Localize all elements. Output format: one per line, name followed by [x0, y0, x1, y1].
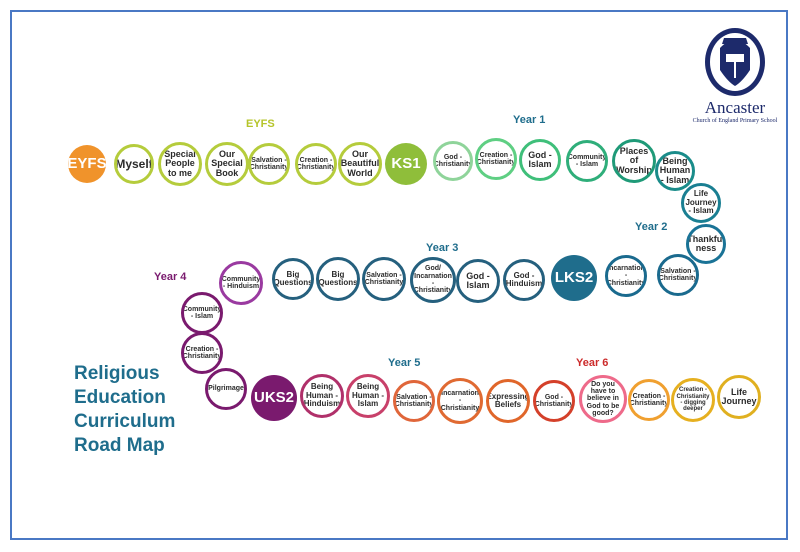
node-label: God - Islam [466, 270, 490, 290]
stage-node: LKS2 [551, 255, 597, 301]
node-label: Expressing Beliefs [486, 391, 530, 409]
year-label: Year 6 [576, 357, 609, 369]
topic-node: Salvation - Christianity [393, 380, 435, 422]
node-label: Salvation - Christianity [249, 156, 289, 171]
node-label: Myself [115, 156, 153, 171]
topic-node: Special People to me [158, 142, 202, 186]
topic-node: Creation - Christianity [295, 143, 337, 185]
topic-node: Big Questions [272, 258, 314, 300]
topic-node: Incarnation - Christianity [605, 255, 647, 297]
topic-node: Life Journey - Islam [681, 183, 721, 223]
node-label: Special People to me [164, 148, 196, 178]
node-label: Big Questions [318, 269, 358, 287]
stage-node: UKS2 [251, 375, 297, 421]
topic-node: God - Islam [519, 139, 561, 181]
node-label: Community - Hinduism [221, 275, 261, 290]
node-label: Being Human - Islam [659, 155, 691, 185]
node-label: God - Islam [528, 149, 552, 169]
stage-node: KS1 [385, 143, 427, 185]
node-label: Thankful ness [687, 233, 725, 253]
topic-node: Salvation - Christianity [657, 254, 699, 296]
topic-node: Being Human - Islam [655, 151, 695, 191]
topic-node: Our Beautiful World [338, 142, 382, 186]
node-label: UKS2 [253, 389, 294, 407]
topic-node: God - Christianity [533, 380, 575, 422]
stage-node: EYFS [68, 145, 106, 183]
node-label: Creation - Christianity [296, 156, 336, 171]
node-label: Community - Islam [182, 305, 222, 320]
node-label: Creation - Christianity [182, 345, 222, 360]
title-line: Religious [74, 363, 160, 384]
node-label: Community - Islam [567, 153, 607, 168]
topic-node: Creation - Christianity - digging deeper [671, 378, 715, 422]
year-label: Year 1 [513, 114, 546, 126]
topic-node: Pilgrimage [205, 368, 247, 410]
node-label: God - Christianity [534, 393, 574, 408]
year-label: Year 3 [426, 242, 459, 254]
node-label: LKS2 [554, 269, 594, 287]
node-label: Being Human - Islam [352, 382, 384, 409]
node-label: Big Questions [273, 269, 313, 287]
topic-node: Incarnation - Christianity [437, 378, 483, 424]
page-title: Religious Education Curriculum Road Map [74, 362, 175, 458]
title-line: Education [74, 387, 166, 408]
topic-node: Myself [114, 144, 154, 184]
node-label: Creation - Christianity [629, 392, 669, 407]
title-line: Road Map [74, 435, 165, 456]
node-label: Being Human - Hinduism [303, 382, 341, 409]
year-label: Year 5 [388, 357, 421, 369]
node-label: Places of Worship [616, 145, 652, 175]
node-label: EYFS [68, 155, 106, 173]
topic-node: God/ Incarnation - Christianity [410, 257, 456, 303]
topic-node: Thankful ness [686, 224, 726, 264]
node-label: Life Journey - Islam [685, 189, 717, 216]
topic-node: Community - Islam [566, 140, 608, 182]
topic-node: Places of Worship [612, 139, 656, 183]
topic-node: God - Islam [456, 259, 500, 303]
node-label: Pilgrimage [208, 385, 244, 393]
topic-node: Life Journey [717, 375, 761, 419]
topic-node: God - Hinduism [503, 259, 545, 301]
helmet-crest-icon [705, 28, 765, 96]
node-label: Salvation - Christianity [364, 271, 404, 286]
node-label: Our Special Book [211, 148, 243, 178]
node-label: Creation - Christianity [476, 151, 516, 166]
topic-node: Salvation - Christianity [248, 143, 290, 185]
topic-node: Community - Hinduism [219, 261, 263, 305]
topic-node: Being Human - Hinduism [300, 374, 344, 418]
topic-node: Creation - Christianity [181, 332, 223, 374]
topic-node: Expressing Beliefs [486, 379, 530, 423]
topic-node: Being Human - Islam [346, 374, 390, 418]
school-logo: Ancaster Church of England Primary Schoo… [690, 26, 780, 126]
node-label: God/ Incarnation - Christianity [413, 265, 453, 295]
topic-node: Creation - Christianity [475, 138, 517, 180]
node-label: God - Hinduism [505, 270, 543, 288]
node-label: God - Christianity [433, 153, 473, 168]
topic-node: Community - Islam [181, 292, 223, 334]
node-label: Salvation - Christianity [658, 267, 698, 282]
node-label: Incarnation - Christianity [440, 389, 480, 412]
node-label: Life Journey [721, 386, 757, 406]
node-label: Incarnation - Christianity [606, 264, 646, 287]
topic-node: Creation - Christianity [628, 379, 670, 421]
year-label: Year 4 [154, 271, 187, 283]
topic-node: Big Questions [316, 257, 360, 301]
year-label: Year 2 [635, 221, 668, 233]
school-subtitle: Church of England Primary School [692, 118, 778, 124]
school-name: Ancaster [704, 98, 766, 117]
title-line: Curriculum [74, 411, 176, 432]
node-label: Creation - Christianity - digging deeper [676, 387, 710, 413]
topic-node: Do you have to believe in God to be good… [579, 375, 627, 423]
topic-node: God - Christianity [433, 141, 473, 181]
node-label: Salvation - Christianity [394, 393, 434, 408]
node-label: Our Beautiful World [340, 148, 380, 178]
topic-node: Salvation - Christianity [362, 257, 406, 301]
topic-node: Our Special Book [205, 142, 249, 186]
node-label: KS1 [391, 155, 421, 173]
node-label: Do you have to believe in God to be good… [586, 380, 620, 418]
year-label: EYFS [246, 118, 275, 130]
